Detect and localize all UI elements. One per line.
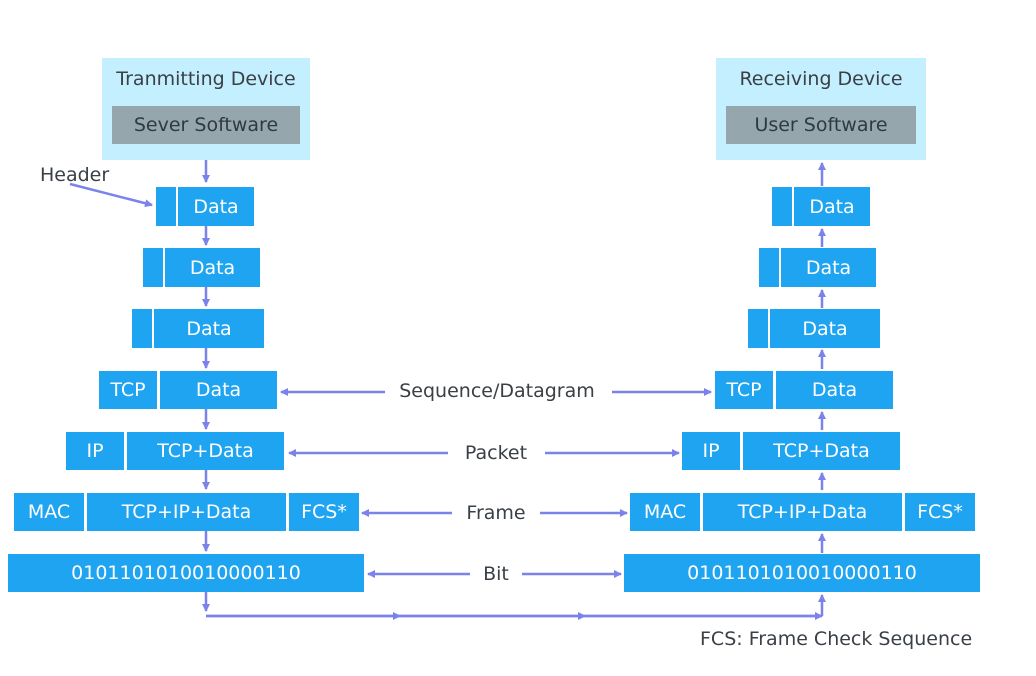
data-block: Data <box>154 309 264 348</box>
data-block: Data <box>770 309 880 348</box>
sequence-datagram-label: Sequence/Datagram <box>391 380 603 402</box>
tcp-block: TCP <box>99 371 157 409</box>
data-block: Data <box>160 371 277 409</box>
header-block <box>772 187 792 226</box>
data-block: Data <box>165 248 260 287</box>
fcs-footnote: FCS: Frame Check Sequence <box>700 628 973 650</box>
header-block <box>143 248 163 287</box>
packet-label: Packet <box>456 442 536 464</box>
data-block: Data <box>776 371 893 409</box>
receiving-device: Receiving Device User Software <box>716 58 926 160</box>
ip-block: IP <box>66 432 124 470</box>
header-block <box>748 309 768 348</box>
receiving-device-title: Receiving Device <box>739 68 903 90</box>
fcs-block: FCS* <box>905 493 975 531</box>
data-block: Data <box>794 187 870 226</box>
server-software: Sever Software <box>112 106 300 144</box>
bit-stream-block: 0101101010010000110 <box>624 554 980 592</box>
header-block <box>132 309 152 348</box>
tcp-ip-data-block: TCP+IP+Data <box>87 493 286 531</box>
data-block: Data <box>781 248 876 287</box>
header-block <box>759 248 779 287</box>
mac-block: MAC <box>630 493 700 531</box>
transmitting-device: Tranmitting Device Sever Software <box>102 58 310 160</box>
bit-label: Bit <box>475 563 517 585</box>
header-block <box>156 187 176 226</box>
transmitting-device-title: Tranmitting Device <box>116 68 296 90</box>
user-software: User Software <box>726 106 916 144</box>
ip-block: IP <box>682 432 740 470</box>
data-block: Data <box>178 187 254 226</box>
tcp-data-block: TCP+Data <box>743 432 900 470</box>
tcp-data-block: TCP+Data <box>127 432 284 470</box>
tcp-block: TCP <box>715 371 773 409</box>
tcp-ip-data-block: TCP+IP+Data <box>703 493 902 531</box>
mac-block: MAC <box>14 493 84 531</box>
bit-stream-block: 0101101010010000110 <box>8 554 364 592</box>
header-label: Header <box>40 164 110 186</box>
frame-label: Frame <box>458 502 534 524</box>
fcs-block: FCS* <box>289 493 359 531</box>
